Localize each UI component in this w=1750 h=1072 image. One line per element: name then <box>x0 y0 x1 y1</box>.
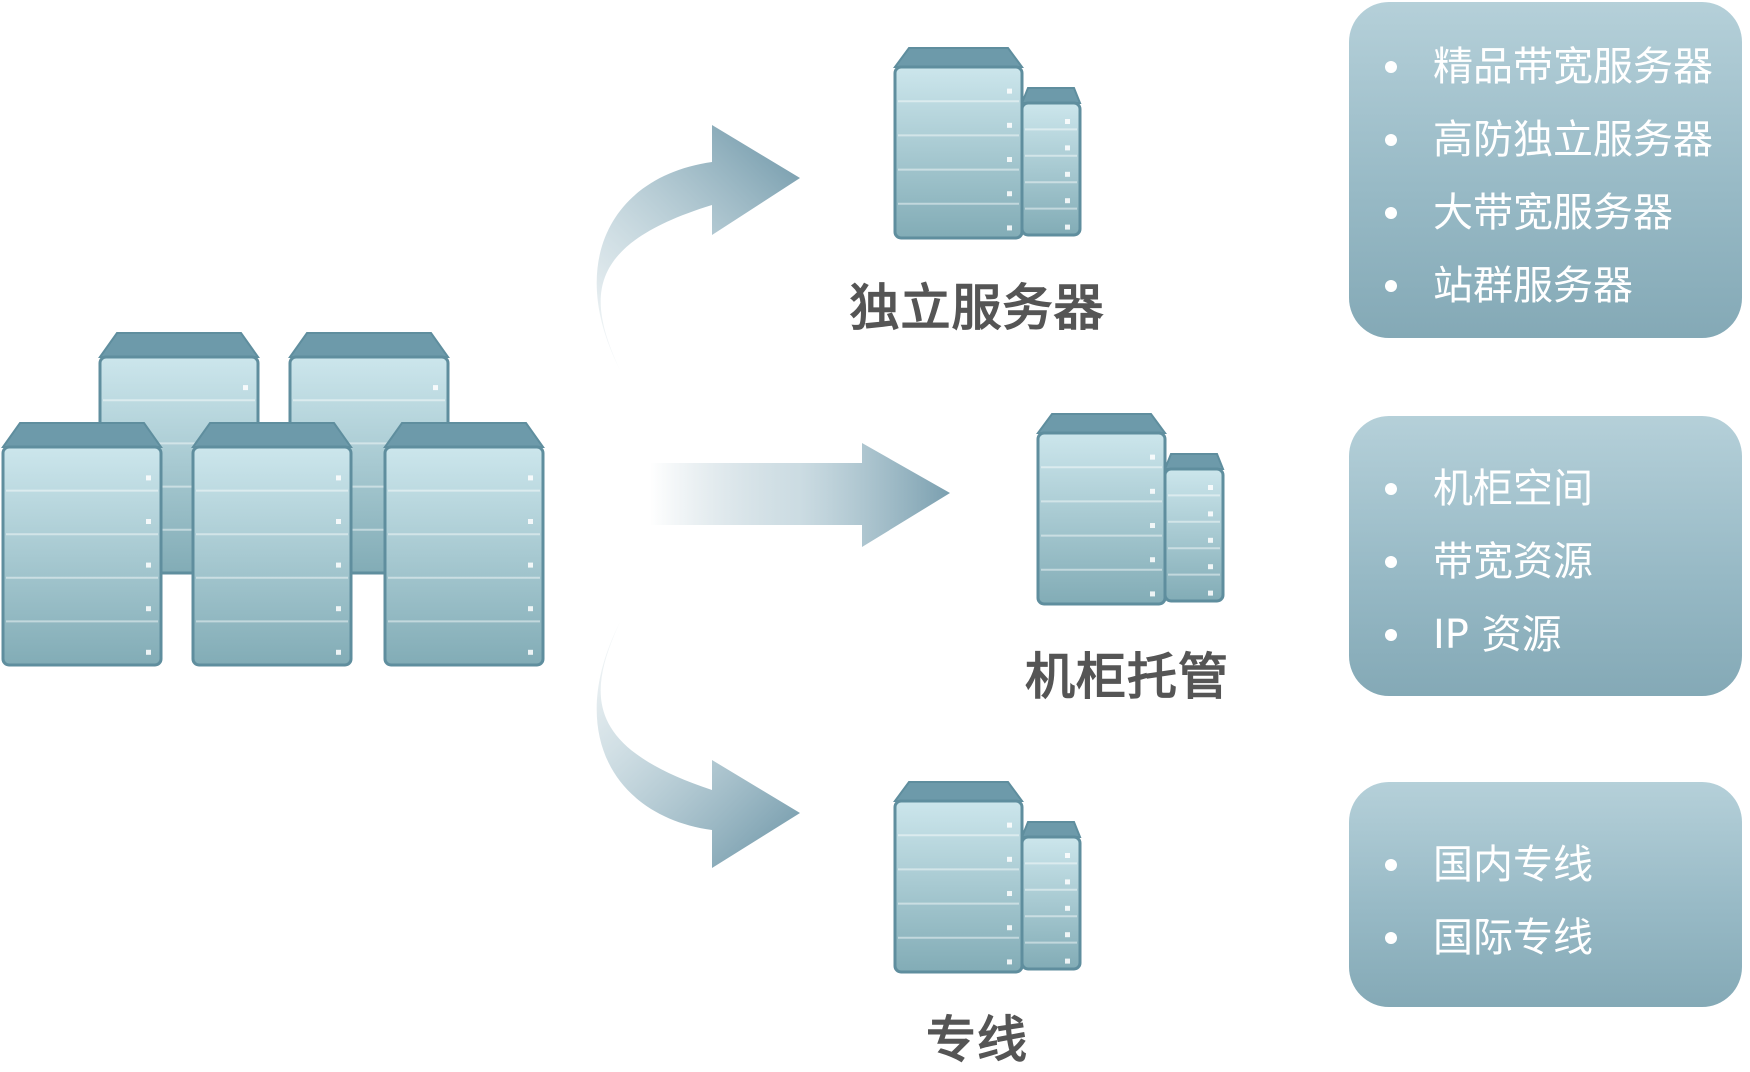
bullet-icon <box>1385 629 1397 641</box>
category-label-colocation: 机柜托管 <box>1025 648 1229 706</box>
list-item: 大带宽服务器 <box>1385 186 1742 259</box>
server-cluster-icon <box>1 332 545 667</box>
server-tower-icon <box>191 422 353 667</box>
bullet-icon <box>1385 134 1397 146</box>
bullet-icon <box>1385 280 1397 292</box>
list-item: 精品带宽服务器 <box>1385 40 1742 113</box>
straight-arrow-icon <box>650 443 950 547</box>
server-tower-icon <box>1 422 163 667</box>
list-item: 国际专线 <box>1385 911 1742 984</box>
list-item: 国内专线 <box>1385 838 1742 911</box>
server-tower-icon <box>1036 413 1167 606</box>
list-item: 高防独立服务器 <box>1385 113 1742 186</box>
server-pair-icon <box>893 781 1082 974</box>
bullet-icon <box>1385 483 1397 495</box>
list-item: 站群服务器 <box>1385 259 1742 332</box>
curved-arrow-down-icon <box>596 622 800 868</box>
bullet-icon <box>1385 859 1397 871</box>
panel-colocation: 机柜空间 带宽资源 IP 资源 <box>1349 416 1742 696</box>
server-tower-icon <box>1020 821 1082 971</box>
server-tower-icon <box>1020 87 1082 237</box>
server-tower-icon <box>1163 453 1225 603</box>
bullet-icon <box>1385 207 1397 219</box>
panel-leased-line: 国内专线 国际专线 <box>1349 782 1742 1007</box>
category-label-dedicated: 独立服务器 <box>849 279 1105 337</box>
server-tower-icon <box>893 781 1024 974</box>
list-item: IP 资源 <box>1385 608 1742 681</box>
curved-arrow-up-icon <box>596 125 800 370</box>
server-pair-icon <box>1036 413 1225 606</box>
category-label-leased-line: 专线 <box>926 1011 1028 1069</box>
list-item: 机柜空间 <box>1385 462 1742 535</box>
server-pair-icon <box>893 47 1082 240</box>
bullet-icon <box>1385 556 1397 568</box>
panel-dedicated: 精品带宽服务器 高防独立服务器 大带宽服务器 站群服务器 <box>1349 2 1742 338</box>
list-item: 带宽资源 <box>1385 535 1742 608</box>
server-tower-icon <box>383 422 545 667</box>
bullet-icon <box>1385 932 1397 944</box>
server-tower-icon <box>893 47 1024 240</box>
bullet-icon <box>1385 61 1397 73</box>
